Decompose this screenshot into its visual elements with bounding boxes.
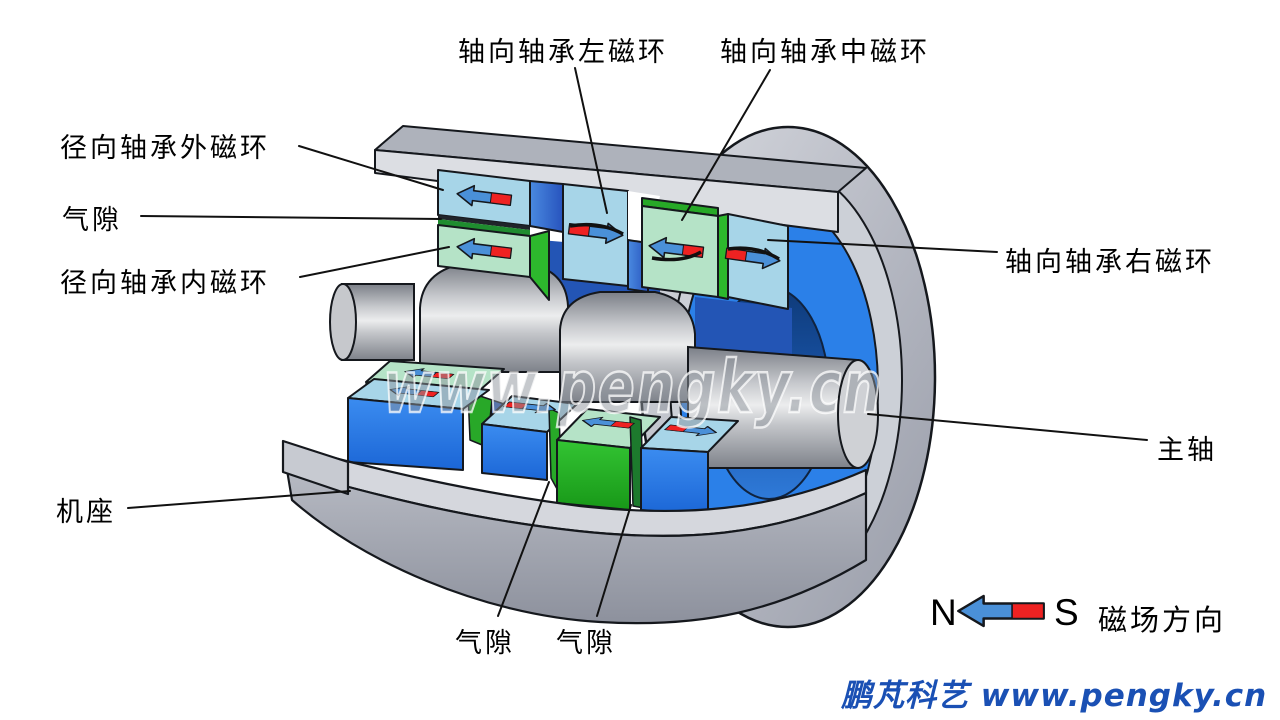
label-machine-base: 机座 (56, 497, 116, 527)
blue-disc-back-right (695, 297, 792, 362)
label-axial-left-ring: 轴向轴承左磁环 (458, 37, 668, 67)
main-shaft-3d (329, 263, 879, 469)
radial-air-gap (438, 215, 530, 230)
label-radial-outer-ring: 径向轴承外磁环 (60, 133, 270, 163)
leader-lines (127, 67, 1148, 617)
watermark-text: www.pengky.cn (383, 345, 883, 429)
footer-brand: 鹏芃科艺 www.pengky.cn (841, 678, 1268, 714)
label-axial-right-ring: 轴向轴承右磁环 (1005, 247, 1215, 277)
label-axial-mid-ring: 轴向轴承中磁环 (720, 37, 930, 67)
stator-separator (529, 180, 564, 233)
label-air-gap-bottom-2: 气隙 (556, 628, 616, 658)
radial-inner-magnet (437, 219, 550, 301)
legend-south: S (1054, 592, 1079, 633)
legend-field-arrow-icon (957, 594, 1045, 628)
field-direction-arrows-upper (455, 182, 782, 272)
label-main-shaft: 主轴 (1157, 435, 1217, 465)
legend-caption: 磁场方向 (1098, 605, 1227, 637)
label-radial-inner-ring: 径向轴承内磁环 (60, 268, 270, 298)
legend-north: N (930, 592, 957, 633)
label-air-gap-bottom-1: 气隙 (455, 628, 515, 658)
label-air-gap-left: 气隙 (62, 205, 122, 235)
machine-base-shell (281, 439, 868, 625)
